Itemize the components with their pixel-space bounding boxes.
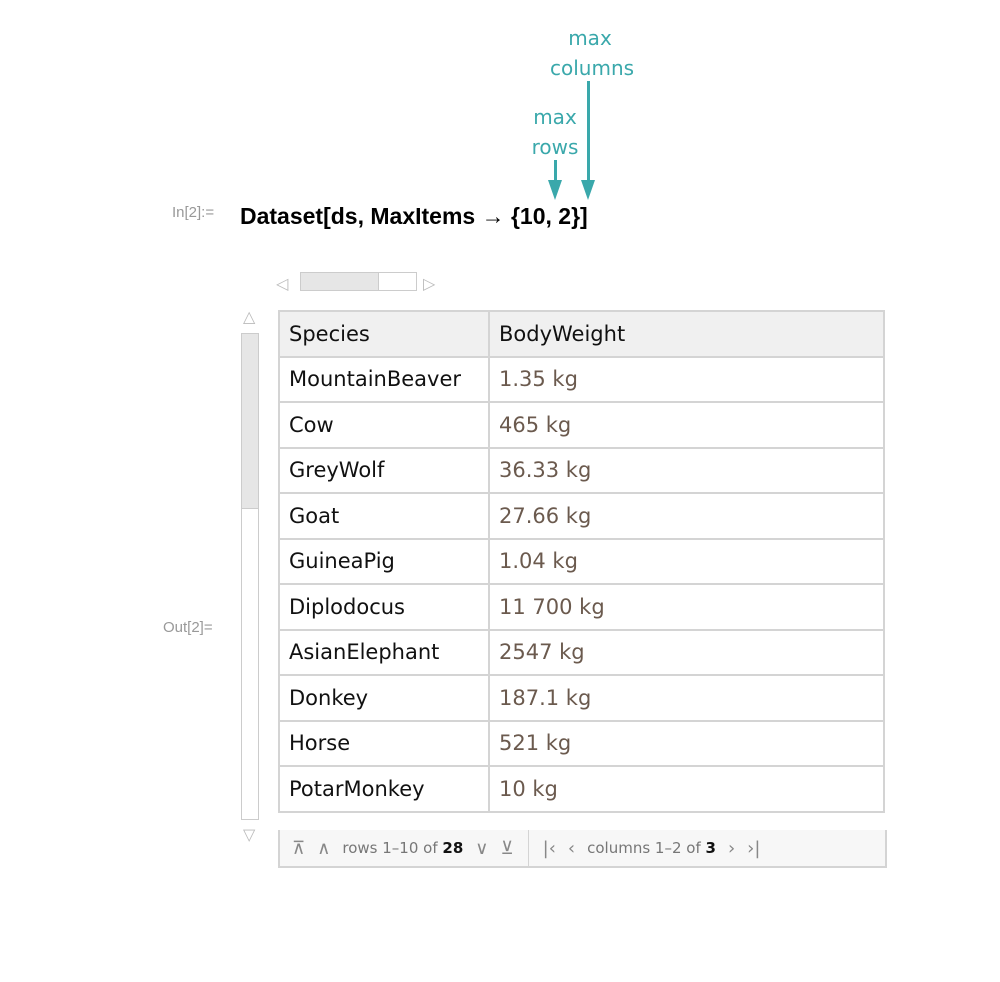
scroll-down-icon[interactable]: ▽ xyxy=(243,825,256,844)
columns-total: 3 xyxy=(705,839,716,857)
cell-species[interactable]: AsianElephant xyxy=(278,628,490,676)
table-header-row: Species BodyWeight xyxy=(278,310,885,358)
first-columns-icon[interactable]: |‹ xyxy=(542,837,556,859)
cell-species[interactable]: Cow xyxy=(278,401,490,449)
horizontal-scrollbar[interactable] xyxy=(300,272,417,291)
cell-bodyweight[interactable]: 27.66 kg xyxy=(488,492,885,540)
scroll-left-icon[interactable]: ◁ xyxy=(276,274,289,293)
arrow-down-icon xyxy=(548,180,562,200)
columns-prefix: columns 1–2 of xyxy=(587,839,701,857)
scroll-up-icon[interactable]: △ xyxy=(243,307,256,326)
vertical-scrollbar[interactable] xyxy=(241,333,259,820)
annotation-text: max xyxy=(568,26,612,50)
arrow-line xyxy=(554,160,557,181)
cell-bodyweight[interactable]: 1.35 kg xyxy=(488,355,885,403)
cell-bodyweight[interactable]: 2547 kg xyxy=(488,628,885,676)
previous-columns-icon[interactable]: ‹ xyxy=(567,837,576,859)
cell-bodyweight[interactable]: 1.04 kg xyxy=(488,537,885,585)
arrow-line xyxy=(587,81,590,181)
cell-species[interactable]: Diplodocus xyxy=(278,583,490,631)
last-rows-icon[interactable]: ⊻ xyxy=(500,837,514,859)
arrow-down-icon xyxy=(581,180,595,200)
next-columns-icon[interactable]: › xyxy=(727,837,736,859)
annotation-text: columns xyxy=(550,56,635,80)
rows-prefix: rows 1–10 of xyxy=(342,839,438,857)
cell-species[interactable]: Horse xyxy=(278,719,490,767)
rows-status: rows 1–10 of 28 xyxy=(342,839,463,857)
column-header-species[interactable]: Species xyxy=(278,310,490,358)
cell-bodyweight[interactable]: 465 kg xyxy=(488,401,885,449)
output-label: Out[2]= xyxy=(163,619,213,636)
annotation-max-columns: max columns xyxy=(550,23,635,83)
cell-species[interactable]: PotarMonkey xyxy=(278,765,490,813)
last-columns-icon[interactable]: ›| xyxy=(747,837,761,859)
column-header-bodyweight[interactable]: BodyWeight xyxy=(488,310,885,358)
cell-species[interactable]: Donkey xyxy=(278,674,490,722)
pagination-bar: ⊼ ∧ rows 1–10 of 28 ∨ ⊻ |‹ ‹ columns 1–2… xyxy=(278,830,887,868)
cell-bodyweight[interactable]: 11 700 kg xyxy=(488,583,885,631)
annotation-text: rows xyxy=(531,135,579,159)
vertical-scroll-thumb[interactable] xyxy=(242,334,258,509)
divider xyxy=(527,830,529,866)
cell-bodyweight[interactable]: 36.33 kg xyxy=(488,446,885,494)
cell-species[interactable]: GuineaPig xyxy=(278,537,490,585)
first-rows-icon[interactable]: ⊼ xyxy=(292,837,306,859)
previous-rows-icon[interactable]: ∧ xyxy=(317,837,331,859)
input-code[interactable]: Dataset[ds, MaxItems → {10, 2}] xyxy=(240,203,588,229)
rows-total: 28 xyxy=(442,839,464,857)
cell-bodyweight[interactable]: 187.1 kg xyxy=(488,674,885,722)
cell-species[interactable]: MountainBeaver xyxy=(278,355,490,403)
horizontal-scroll-thumb[interactable] xyxy=(301,273,379,290)
input-label: In[2]:= xyxy=(172,204,215,221)
next-rows-icon[interactable]: ∨ xyxy=(475,837,489,859)
annotation-max-rows: max rows xyxy=(520,102,590,162)
cell-bodyweight[interactable]: 521 kg xyxy=(488,719,885,767)
cell-species[interactable]: GreyWolf xyxy=(278,446,490,494)
cell-species[interactable]: Goat xyxy=(278,492,490,540)
cell-bodyweight[interactable]: 10 kg xyxy=(488,765,885,813)
columns-status: columns 1–2 of 3 xyxy=(587,839,716,857)
scroll-right-icon[interactable]: ▷ xyxy=(423,274,436,293)
annotation-text: max xyxy=(533,105,577,129)
